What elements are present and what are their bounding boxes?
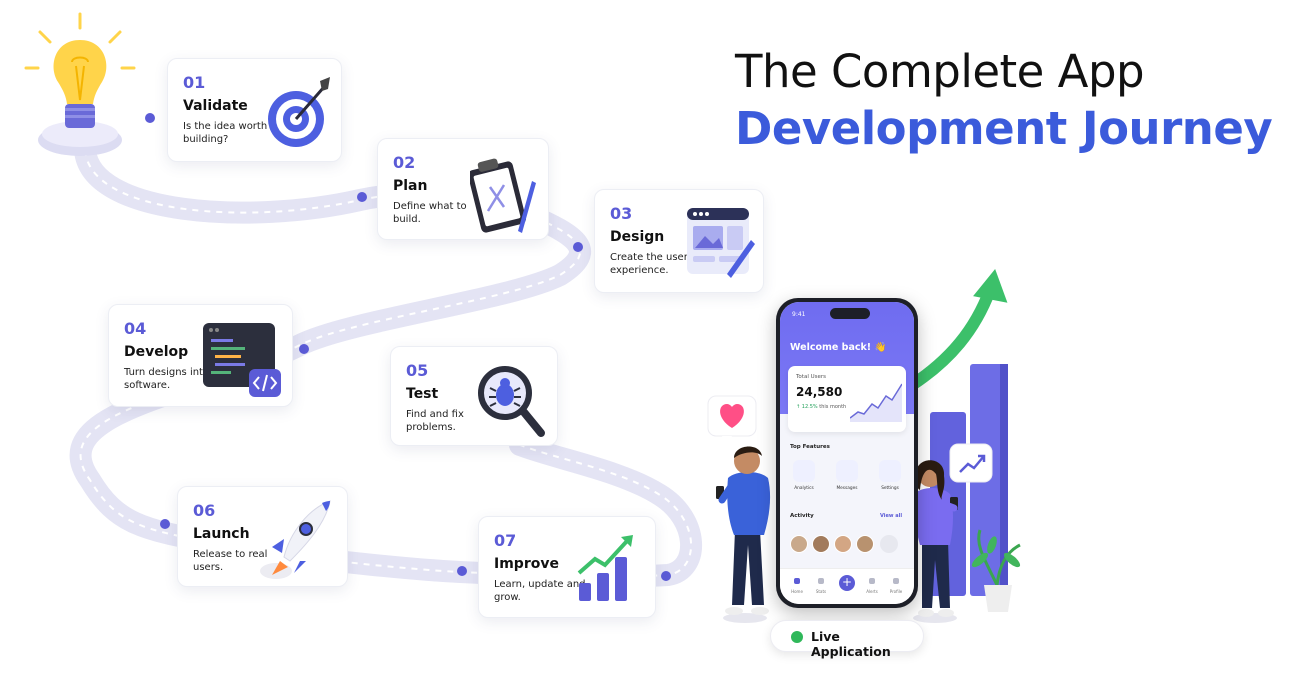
feature-label: Settings — [881, 486, 899, 491]
growth-chart-icon — [577, 535, 633, 601]
road-node-5 — [160, 519, 170, 529]
live-label: Live Application — [811, 629, 891, 659]
live-status-dot — [791, 631, 803, 643]
code-window-icon — [203, 323, 281, 397]
total-users-card: Total Users 24,580 ↑ 12.5% this month — [788, 366, 906, 432]
avatar — [812, 535, 830, 553]
feature-messages[interactable]: Messages — [833, 460, 861, 491]
sparkline-chart — [850, 383, 902, 422]
stat-label: Total Users — [796, 374, 826, 380]
road-node-7 — [661, 571, 671, 581]
step-number: 04 — [124, 319, 147, 338]
avatar — [834, 535, 852, 553]
plant-icon — [971, 529, 1021, 612]
step-number: 05 — [406, 361, 429, 380]
step-name: Validate — [183, 98, 248, 114]
features-title: Top Features — [790, 444, 830, 450]
trend-bubble-icon — [949, 443, 993, 483]
phone-notch — [830, 308, 870, 319]
step-description: Is the idea worth building? — [183, 121, 268, 145]
step-name: Launch — [193, 526, 250, 542]
stats-icon — [818, 578, 824, 584]
profile-icon — [893, 578, 899, 584]
woman-figure — [913, 460, 958, 623]
step-card-plan: 02 Plan Define what to build. — [377, 138, 549, 240]
welcome-text: Welcome back! 👋 — [790, 342, 887, 353]
step-description: Create the user experience. — [610, 252, 688, 276]
heart-bubble-icon — [707, 395, 757, 444]
tab-alerts[interactable]: Alerts — [866, 589, 878, 594]
man-figure — [716, 446, 771, 623]
step-number: 03 — [610, 204, 633, 223]
design-mockup-icon — [687, 208, 755, 278]
clipboard-icon — [470, 158, 536, 233]
step-description: Turn designs into software. — [124, 367, 210, 391]
step-card-design: 03 Design Create the user experience. — [594, 189, 764, 293]
step-number: 07 — [494, 531, 517, 550]
home-icon — [794, 578, 800, 584]
step-card-develop: 04 Develop Turn designs into software. — [108, 304, 293, 407]
road-node-2 — [357, 192, 367, 202]
step-name: Improve — [494, 556, 559, 572]
step-card-test: 05 Test Find and fix problems. — [390, 346, 558, 446]
step-number: 01 — [183, 73, 206, 92]
step-description: Find and fix problems. — [406, 409, 464, 433]
step-name: Plan — [393, 178, 428, 194]
step-description: Define what to build. — [393, 201, 467, 225]
tab-home[interactable]: Home — [791, 589, 803, 594]
feature-label: Analytics — [794, 486, 814, 491]
road-node-4 — [299, 344, 309, 354]
rocket-icon — [260, 500, 331, 579]
status-time: 9:41 — [792, 311, 806, 318]
feature-label: Messages — [836, 486, 858, 491]
chart-bars-icon — [793, 460, 815, 482]
step-card-validate: 01 Validate Is the idea worth building? — [167, 58, 342, 162]
target-icon — [268, 77, 330, 147]
growth-arrow-icon — [906, 268, 1008, 391]
stat-change: ↑ 12.5% this month — [796, 404, 846, 410]
avatar-placeholder — [880, 535, 898, 553]
tab-stats[interactable]: Stats — [815, 589, 827, 594]
stat-change-value: ↑ 12.5% — [796, 404, 818, 410]
step-card-improve: 07 Improve Learn, update and grow. — [478, 516, 656, 618]
add-button[interactable]: + — [839, 575, 855, 591]
step-name: Test — [406, 386, 439, 402]
step-name: Develop — [124, 344, 189, 360]
view-all-link[interactable]: View all — [880, 513, 903, 519]
road-node-1 — [145, 113, 155, 123]
gear-icon — [879, 460, 901, 482]
step-card-launch: 06 Launch Release to real users. — [177, 486, 348, 587]
avatar — [790, 535, 808, 553]
title-line-2: Development Journey — [735, 102, 1273, 155]
stat-value: 24,580 — [796, 385, 843, 399]
phone-mockup: 9:41 Welcome back! 👋 Total Users 24,580 … — [776, 298, 918, 608]
step-description: Release to real users. — [193, 549, 268, 573]
step-number: 02 — [393, 153, 416, 172]
step-number: 06 — [193, 501, 216, 520]
avatar — [856, 535, 874, 553]
step-name: Design — [610, 229, 665, 245]
title-line-1: The Complete App — [735, 45, 1145, 98]
feature-settings[interactable]: Settings — [876, 460, 904, 491]
title-block: The Complete App Development Journey — [735, 44, 1295, 158]
tab-profile[interactable]: Profile — [889, 589, 903, 594]
live-application-badge: Live Application — [770, 620, 924, 659]
activity-title: Activity — [790, 513, 814, 519]
phone-tab-bar: Home Stats + Alerts Profile — [780, 568, 914, 604]
chat-icon — [836, 460, 858, 482]
step-description: Learn, update and grow. — [494, 579, 586, 603]
road-node-3 — [573, 242, 583, 252]
feature-analytics[interactable]: Analytics — [790, 460, 818, 491]
lightbulb-icon — [24, 12, 136, 156]
bell-icon — [869, 578, 875, 584]
phone-screen: 9:41 Welcome back! 👋 Total Users 24,580 … — [780, 302, 914, 604]
road-node-6 — [457, 566, 467, 576]
bug-magnifier-icon — [478, 366, 545, 437]
stat-change-suffix: this month — [817, 404, 847, 410]
